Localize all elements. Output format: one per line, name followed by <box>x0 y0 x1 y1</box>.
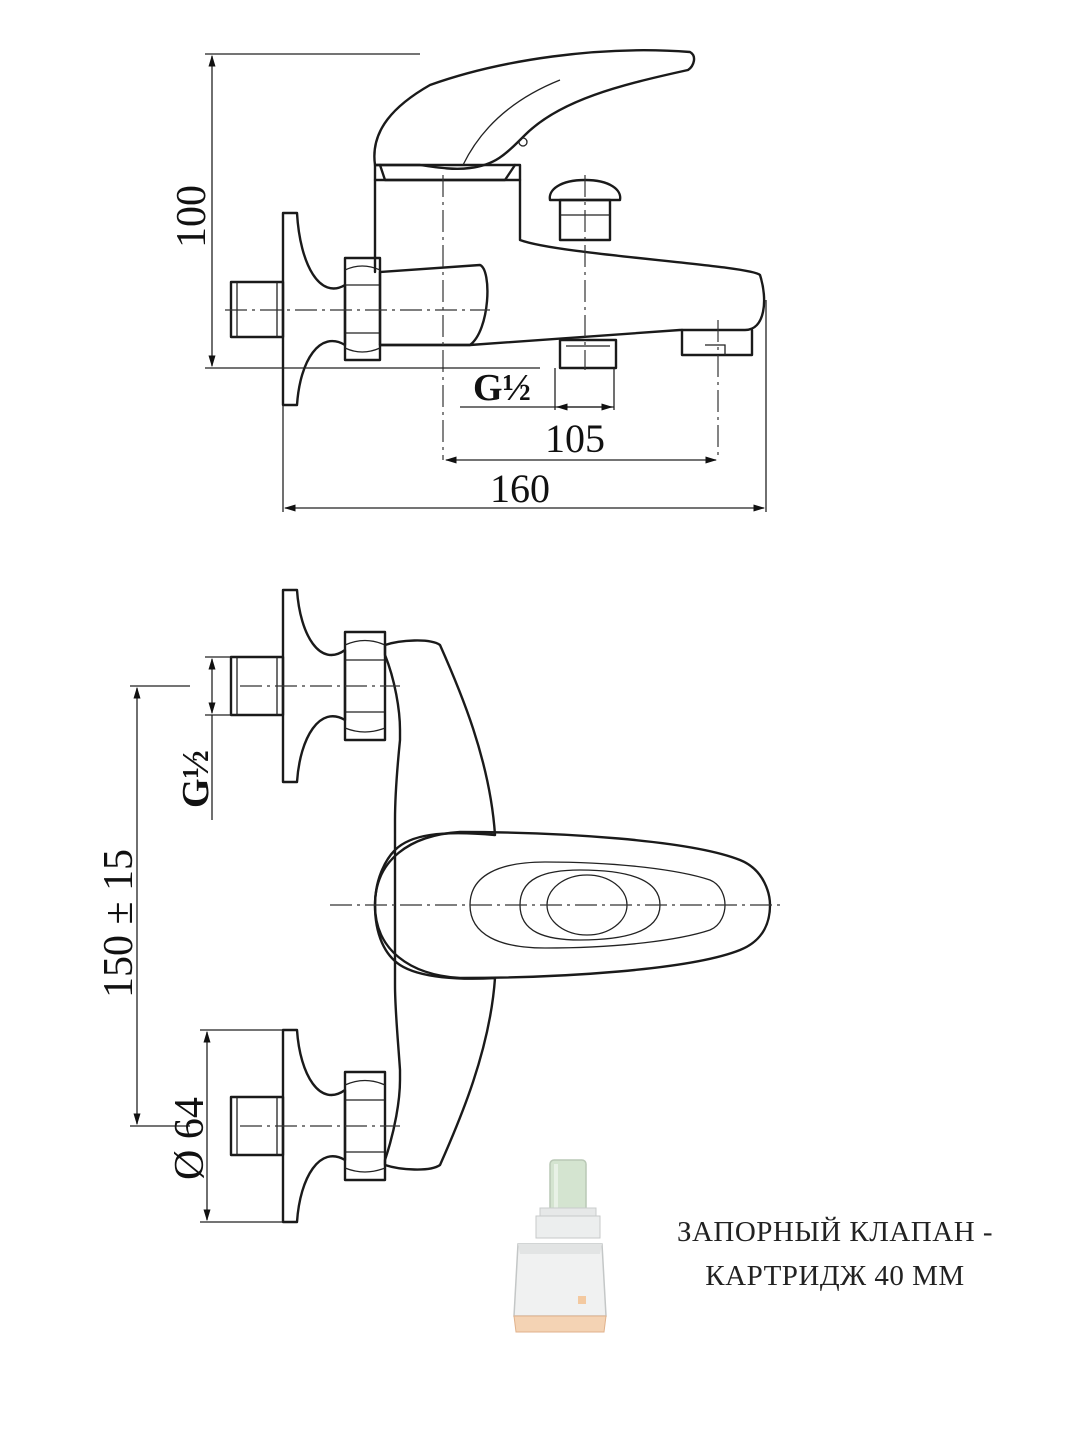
dim-width-160: 160 <box>490 466 550 511</box>
top-nut-upper <box>343 630 387 742</box>
top-lever-handle <box>373 830 772 980</box>
side-view: 100 G½ 105 160 <box>169 49 767 512</box>
cartridge-caption: ЗАПОРНЫЙ КЛАПАН - КАРТРИДЖ 40 ММ <box>610 1210 1060 1298</box>
caption-line-1: ЗАПОРНЫЙ КЛАПАН - <box>676 1216 994 1248</box>
cartridge-image <box>513 1159 607 1333</box>
top-body <box>373 639 497 1171</box>
side-hex-nut <box>343 256 382 362</box>
dim-centers-150: 150 ± 15 <box>96 849 142 998</box>
side-housing <box>373 163 522 182</box>
side-body-connector <box>378 263 489 347</box>
dim-spout-105: 105 <box>545 416 605 461</box>
caption-line-2: КАРТРИДЖ 40 ММ <box>705 1260 965 1292</box>
dim-flange-64: Ø 64 <box>167 1097 213 1180</box>
dim-thread-side: G½ <box>473 367 531 409</box>
dim-thread-top: G½ <box>175 750 217 808</box>
dim-height-100: 100 <box>169 185 215 248</box>
top-nut-lower <box>343 1070 387 1182</box>
side-lever-handle <box>373 49 696 170</box>
side-spout-tip <box>680 328 754 357</box>
side-shower-outlet <box>558 338 618 370</box>
side-flange <box>281 211 347 407</box>
side-body <box>373 178 766 347</box>
top-view: G½ 150 ± 15 Ø 64 <box>96 588 780 1224</box>
